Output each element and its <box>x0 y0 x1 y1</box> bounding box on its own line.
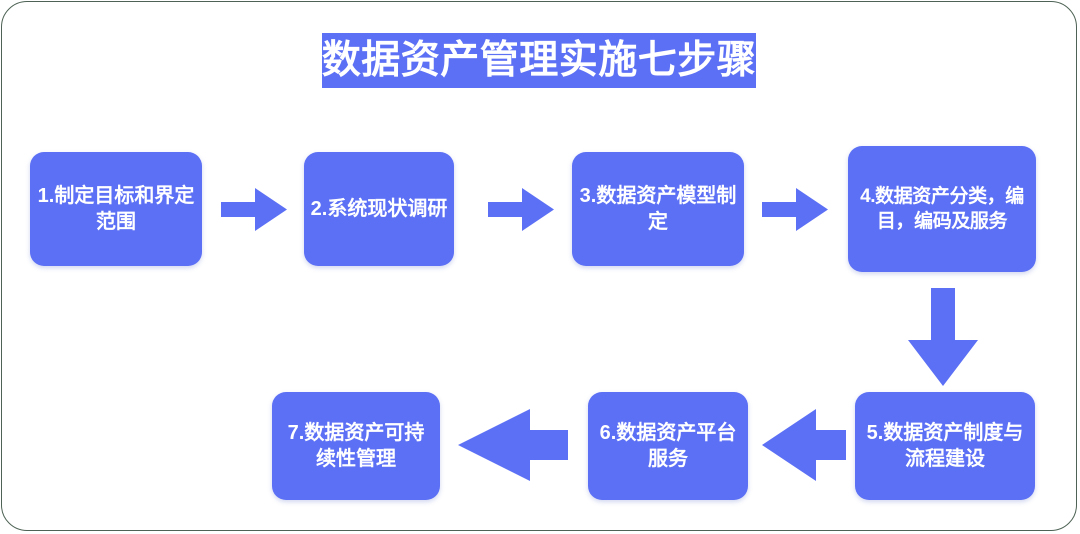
diagram-title-band: 数据资产管理实施七步骤 <box>322 33 756 88</box>
step-label-4: 4.数据资产分类，编目，编码及服务 <box>860 185 1024 232</box>
step-box-2[interactable]: 2.系统现状调研 <box>304 152 454 266</box>
step-label-7: 7.数据资产可持续性管理 <box>287 421 425 470</box>
arrow-left-icon-step6-step7 <box>458 408 568 482</box>
step-box-1[interactable]: 1.制定目标和界定范围 <box>30 152 202 266</box>
arrow-right-icon-step1-step2 <box>221 186 287 233</box>
step-box-6[interactable]: 6.数据资产平台服务 <box>588 392 748 500</box>
arrow-down-icon-step4-step5 <box>908 288 978 386</box>
step-label-5: 5.数据资产制度与流程建设 <box>866 421 1024 470</box>
arrow-right-icon-step2-step3 <box>488 186 554 233</box>
step-label-3: 3.数据资产模型制定 <box>579 184 737 233</box>
step-box-4[interactable]: 4.数据资产分类，编目，编码及服务 <box>848 146 1036 272</box>
step-label-2: 2.系统现状调研 <box>310 197 448 220</box>
step-box-7[interactable]: 7.数据资产可持续性管理 <box>272 392 440 500</box>
step-box-5[interactable]: 5.数据资产制度与流程建设 <box>855 392 1035 500</box>
arrow-right-icon-step3-step4 <box>762 186 828 233</box>
step-label-1: 1.制定目标和界定范围 <box>37 184 195 233</box>
page-title: 数据资产管理实施七步骤 <box>321 39 757 82</box>
arrow-left-icon-step5-step6 <box>762 408 846 482</box>
step-box-3[interactable]: 3.数据资产模型制定 <box>572 152 744 266</box>
step-label-6: 6.数据资产平台服务 <box>599 421 737 470</box>
